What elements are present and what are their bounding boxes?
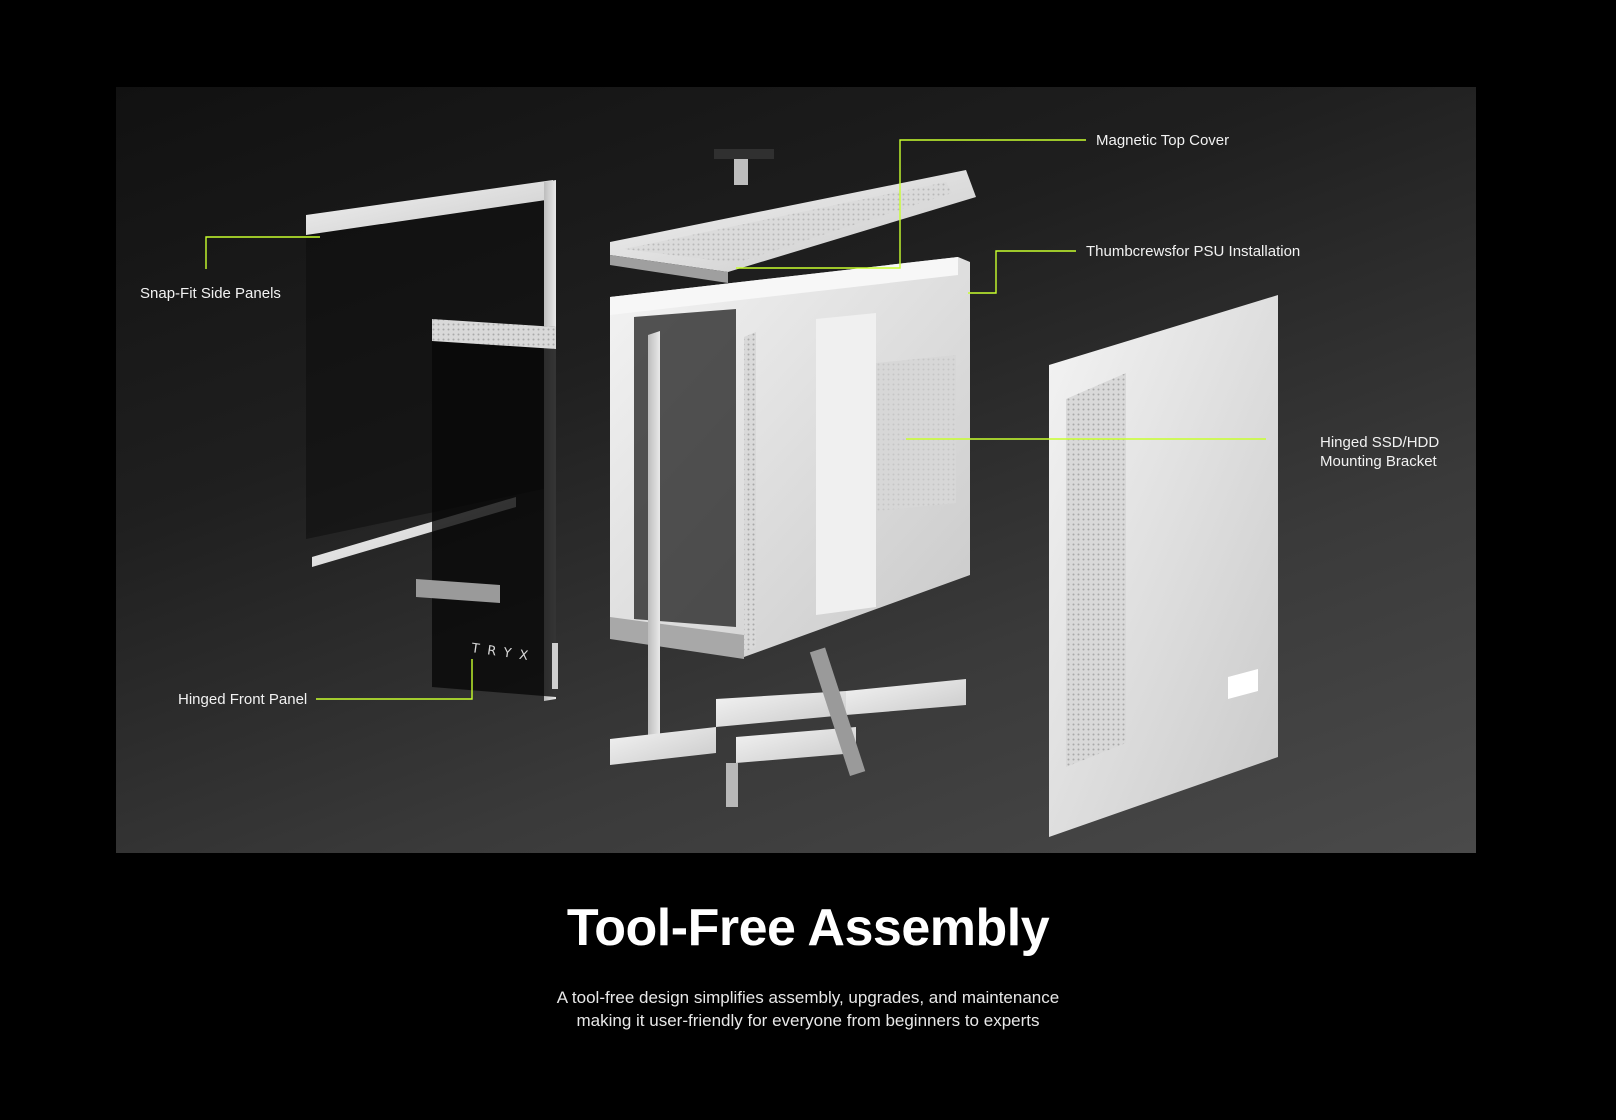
front-panel	[416, 319, 558, 697]
top-cover	[610, 149, 976, 283]
callout-hinged-bracket-line2: Mounting Bracket	[1320, 453, 1437, 470]
description-line-2: making it user-friendly for everyone fro…	[576, 1011, 1040, 1030]
description-line-1: A tool-free design simplifies assembly, …	[556, 988, 1060, 1007]
case-feet	[610, 647, 966, 807]
callout-leader-lines	[205, 139, 1266, 700]
callout-hinged-ssd-hdd-bracket: Hinged SSD/HDD Mounting Bracket	[1320, 433, 1439, 471]
front-rail	[648, 331, 660, 741]
exploded-case-illustration: TRYX	[205, 139, 1278, 837]
callout-snap-fit-side-panels: Snap-Fit Side Panels	[140, 285, 281, 302]
callout-thumbscrews-psu: Thumbcrewsfor PSU Installation	[1086, 243, 1301, 260]
section-title: Tool-Free Assembly	[566, 899, 1050, 957]
perforated-side-panel	[1049, 295, 1278, 837]
section-description: A tool-free design simplifies assembly, …	[0, 986, 1616, 1032]
callout-hinged-front-panel: Hinged Front Panel	[178, 691, 308, 708]
hero-image: TRYX	[116, 87, 1476, 853]
callout-magnetic-top-cover: Magnetic Top Cover	[1096, 132, 1230, 149]
callout-hinged-bracket-line1: Hinged SSD/HDD	[1320, 434, 1440, 451]
main-chassis	[610, 257, 970, 659]
